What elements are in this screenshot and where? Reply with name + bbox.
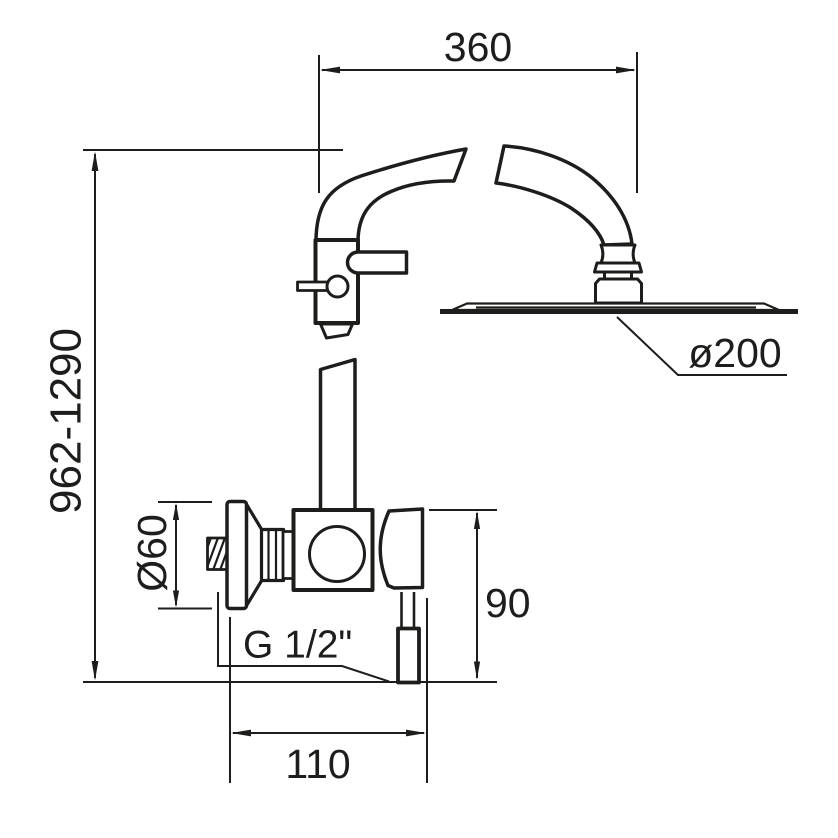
ball-joint [593,243,643,305]
hex-nut [259,527,286,583]
arrow-down-icon [473,661,481,680]
arrow-up-icon [172,503,180,520]
escutcheon-plate [225,499,249,611]
dimension-connection-spacing: 110 [229,598,428,787]
arrow-up-icon [473,511,481,529]
ball-joint-block [594,277,643,305]
arrow-right-icon [406,729,426,737]
dim-label-escutcheon-diameter: Ø60 [129,514,175,592]
shower-arm-right-outline [494,144,634,247]
dim-label-thread: G 1/2" [243,624,352,667]
wall-connection [206,499,296,611]
label-thread-size: G 1/2" [217,592,390,683]
mixer-upper-body [296,238,409,340]
diverter-pin [296,280,330,292]
dimension-mount-height: 962-1290 [42,149,497,683]
arrow-left-icon [231,729,251,737]
shower-arm-left-outline [314,147,468,244]
shower-arm-right-piece [494,144,634,247]
dim-label-handle-drop: 90 [485,580,531,626]
side-outlet [345,250,409,275]
arrow-down-icon [172,590,180,608]
dim-label-mount-height: 962-1290 [42,328,91,514]
mixer-valve [291,507,425,685]
dim-label-head-diameter: ø200 [688,330,781,376]
arrow-left-icon [320,66,340,74]
dimension-escutcheon-diameter: Ø60 [129,501,212,610]
upper-body-break [319,322,354,340]
shower-head [440,302,798,314]
lever-grip [396,626,421,685]
dimension-arm-reach: 360 [318,24,638,193]
leader-line [616,316,787,376]
diverter-knob [325,274,350,299]
cartridge-circle [308,525,366,583]
leader-line [217,592,390,683]
lever-handle [396,592,421,685]
escutcheon-cone [244,501,264,609]
shower-arm-left-piece [314,147,468,244]
label-head-diameter: ø200 [616,316,787,376]
nipple-body [206,536,229,571]
ball-joint-nut [599,243,637,265]
arrow-down-icon [91,661,99,681]
dim-label-connection-spacing: 110 [285,741,350,787]
arrow-up-icon [91,151,99,171]
dim-label-arm-reach: 360 [444,24,512,70]
ball-joint-collar [593,261,643,274]
handle-flange [378,507,425,590]
riser-pipe [318,357,357,514]
dimension-handle-drop: 90 [429,509,531,680]
hex-nut-body [259,527,286,583]
arrow-right-icon [616,66,636,74]
